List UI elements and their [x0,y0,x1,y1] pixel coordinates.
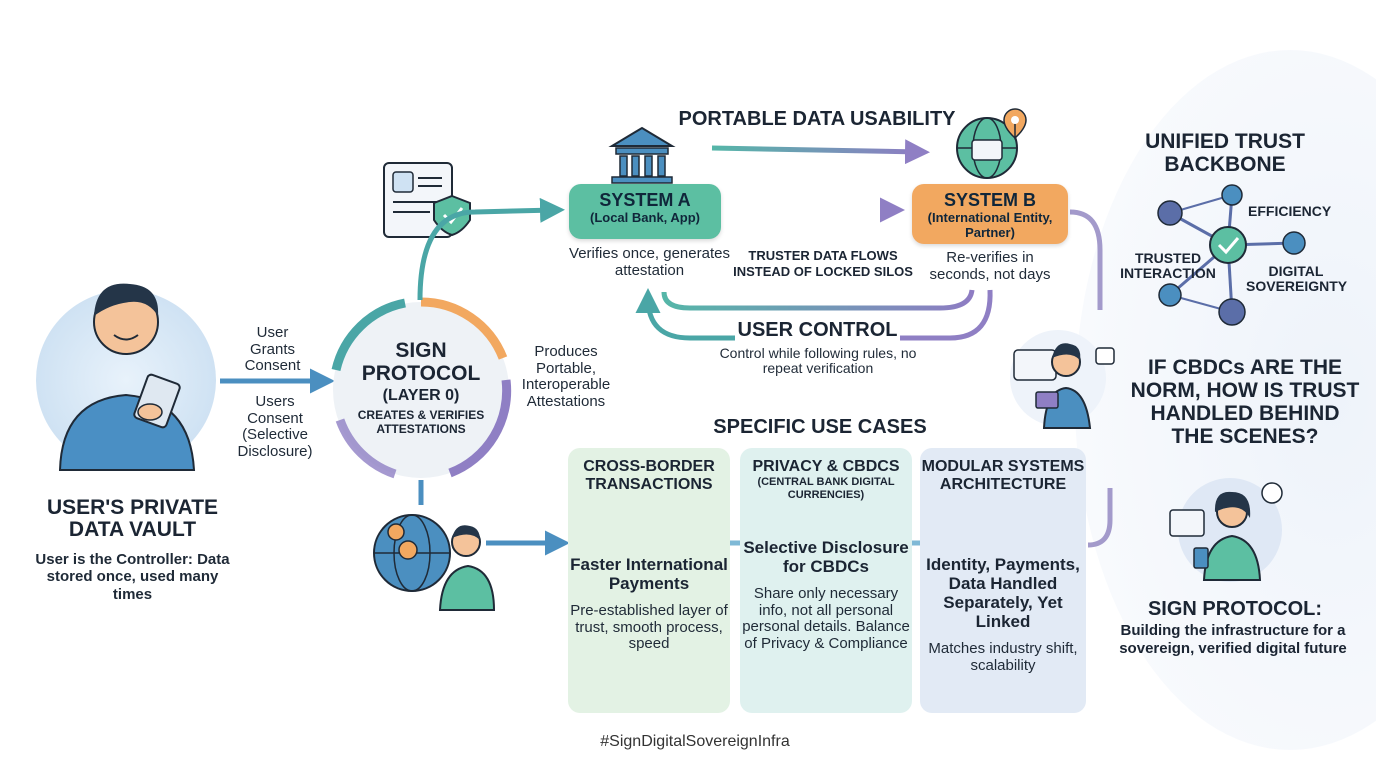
system-a-box: SYSTEM A (Local Bank, App) [569,184,721,239]
sign-protocol-title: SIGN PROTOCOL [361,339,481,385]
globe-pin-icon [956,108,1027,179]
trust-efficiency-label: EFFICIENCY [1248,203,1332,219]
consent-grants-label: User Grants Consent [244,324,301,374]
card-body: Pre-established layer of trust, smooth p… [570,601,728,653]
consent-selective-label: Users Consent (Selective Disclosure) [237,393,313,460]
card-head: Identity, Payments, Data Handled Separat… [926,554,1080,631]
system-b-sub: (International Entity, Partner) [927,210,1053,240]
card-head: Faster International Payments [570,554,728,593]
sign-protocol-core: SIGN PROTOCOL (LAYER 0) CREATES & VERIFI… [345,339,497,437]
closing-title: SIGN PROTOCOL: [1147,598,1323,620]
card-body: Matches industry shift, scalability [928,639,1078,674]
system-a-note: Verifies once, generates attestation [569,245,730,279]
trust-title: UNIFIED TRUST BACKBONE [1145,130,1305,177]
produces-label: Produces Portable, Interoperable Attesta… [521,343,611,410]
sign-protocol-layer: (LAYER 0) [382,387,460,405]
card-title: CROSS-BORDER TRANSACTIONS [583,458,715,494]
trust-network [1157,184,1306,326]
woman-illustration [1169,478,1283,582]
card-title: PRIVACY & CBDCS [752,458,900,475]
sign-protocol-desc: CREATES & VERIFIES ATTESTATIONS [357,408,485,437]
attestation-doc [383,162,471,238]
analyst-illustration [1010,330,1115,429]
globe-person-illustration [373,514,496,611]
right-backdrop [1075,50,1376,750]
card-title: MODULAR SYSTEMS ARCHITECTURE [921,458,1085,494]
vault-subtitle: User is the Controller: Data stored once… [35,551,230,603]
card-head: Selective Disclosure for CBDCs [743,537,909,576]
use-case-card-cross-border: CROSS-BORDER TRANSACTIONS Faster Interna… [568,448,730,713]
user-control-title: USER CONTROL [737,319,898,341]
bank-icon [608,126,676,184]
trust-question: IF CBDCs ARE THE NORM, HOW IS TRUST HAND… [1130,356,1360,449]
flow-text: TRUSTER DATA FLOWS INSTEAD OF LOCKED SIL… [733,248,913,279]
system-b-box: SYSTEM B (International Entity, Partner) [912,184,1068,244]
hashtag: #SignDigitalSovereignInfra [600,733,790,750]
system-a-sub: (Local Bank, App) [589,210,701,225]
trust-interaction-label: TRUSTED INTERACTION [1120,250,1216,282]
user-illustration [58,283,196,471]
use-case-card-modular: MODULAR SYSTEMS ARCHITECTURE Identity, P… [920,448,1086,713]
portable-title: PORTABLE DATA USABILITY [678,108,956,130]
system-b-note: Re-verifies in seconds, not days [929,249,1051,283]
card-subtitle: (CENTRAL BANK DIGITAL CURRENCIES) [757,476,895,502]
card-body: Share only necessary info, not all perso… [742,584,910,653]
system-b-title: SYSTEM B [943,190,1036,210]
vault-title: USER'S PRIVATE DATA VAULT [46,496,219,542]
use-case-card-privacy: PRIVACY & CBDCS (CENTRAL BANK DIGITAL CU… [740,448,912,713]
user-control-desc: Control while following rules, no repeat… [719,345,917,377]
sign-circle-fill [333,302,509,478]
use-cases-title: SPECIFIC USE CASES [713,416,927,438]
closing-desc: Building the infrastructure for a sovere… [1119,622,1347,657]
system-a-title: SYSTEM A [599,190,691,210]
trust-sovereignty-label: DIGITAL SOVEREIGNTY [1246,263,1348,295]
